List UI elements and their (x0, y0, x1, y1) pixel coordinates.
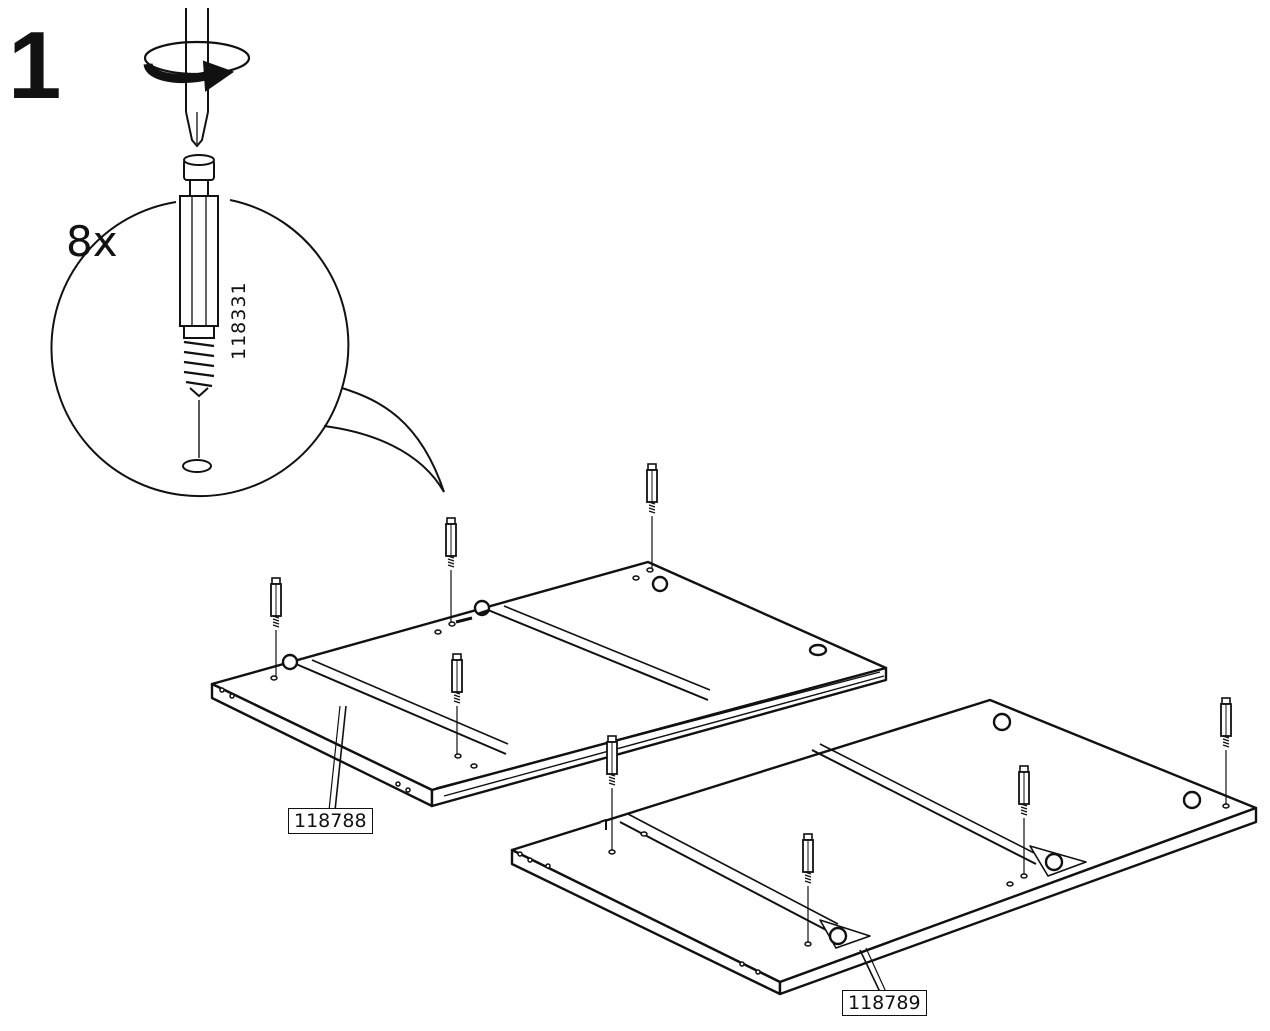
cam-dowel-screw-icon (179, 154, 219, 473)
screwdriver-icon (185, 8, 209, 148)
detail-part-number: 118331 (228, 281, 250, 360)
part-label-panel-2: 118789 (842, 990, 927, 1016)
step-number: 1 (8, 12, 62, 119)
panel-118789 (510, 698, 1258, 996)
panel-118788 (210, 560, 888, 808)
dowels-panel-118788 (270, 463, 658, 754)
magnified-detail (50, 8, 445, 498)
part-label-panel-1: 118788 (288, 808, 373, 834)
clockwise-rotation-arrow-icon (143, 40, 251, 92)
dowels-panel-118789 (606, 697, 1232, 942)
quantity-label: 8x (66, 217, 118, 266)
